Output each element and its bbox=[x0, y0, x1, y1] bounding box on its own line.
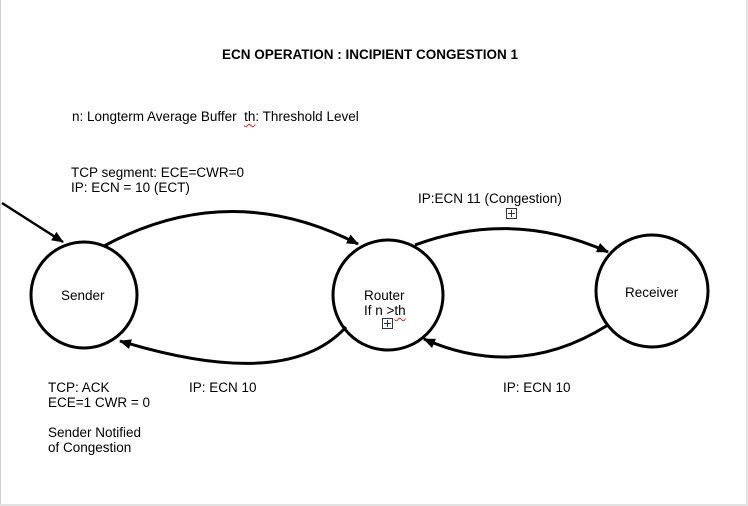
legend-th-abbr: th bbox=[244, 109, 256, 124]
tcp-segment-label: TCP segment: ECE=CWR=0 bbox=[71, 165, 245, 180]
ip-ect-label: IP: ECN = 10 (ECT) bbox=[71, 180, 190, 195]
ip-congestion-label: IP:ECN 11 (Congestion) bbox=[418, 191, 562, 206]
router-condition-th: th bbox=[394, 303, 406, 318]
router-to-receiver-arrow bbox=[414, 227, 609, 254]
receiver-to-router-arrow bbox=[423, 323, 609, 359]
page-border-bottom bbox=[0, 504, 748, 506]
legend-th-desc: : Threshold Level bbox=[255, 109, 359, 124]
page-border-right bbox=[746, 0, 748, 506]
incoming-arrow bbox=[1, 201, 64, 244]
router-node bbox=[331, 238, 445, 352]
sender-node bbox=[29, 240, 139, 350]
sender-label: Sender bbox=[61, 288, 105, 303]
router-label: Router bbox=[364, 288, 405, 303]
router-to-sender-arrow bbox=[119, 325, 348, 365]
router-condition-text: If n > bbox=[364, 303, 395, 318]
ece-cwr-label: ECE=1 CWR = 0 bbox=[48, 395, 151, 410]
router-condition: If n >th bbox=[364, 303, 406, 319]
ip-ecn10-right-label: IP: ECN 10 bbox=[503, 380, 571, 395]
page-border-left bbox=[0, 0, 1, 506]
diagram-title: ECN OPERATION : INCIPIENT CONGESTION 1 bbox=[222, 47, 519, 62]
expand-box-icon[interactable] bbox=[382, 318, 393, 329]
legend-n: n: Longterm Average Buffer bbox=[72, 109, 237, 124]
expand-box-icon[interactable] bbox=[506, 208, 517, 219]
legend-text: n: Longterm Average Buffer th: Threshold… bbox=[72, 109, 359, 125]
receiver-node bbox=[594, 233, 710, 349]
sender-notified-line2: of Congestion bbox=[48, 440, 132, 455]
receiver-label: Receiver bbox=[625, 285, 679, 300]
sender-notified-line1: Sender Notified bbox=[48, 425, 142, 440]
ip-ecn10-left-label: IP: ECN 10 bbox=[189, 380, 257, 395]
tcp-ack-label: TCP: ACK bbox=[48, 380, 110, 395]
sender-to-router-arrow bbox=[103, 210, 359, 248]
